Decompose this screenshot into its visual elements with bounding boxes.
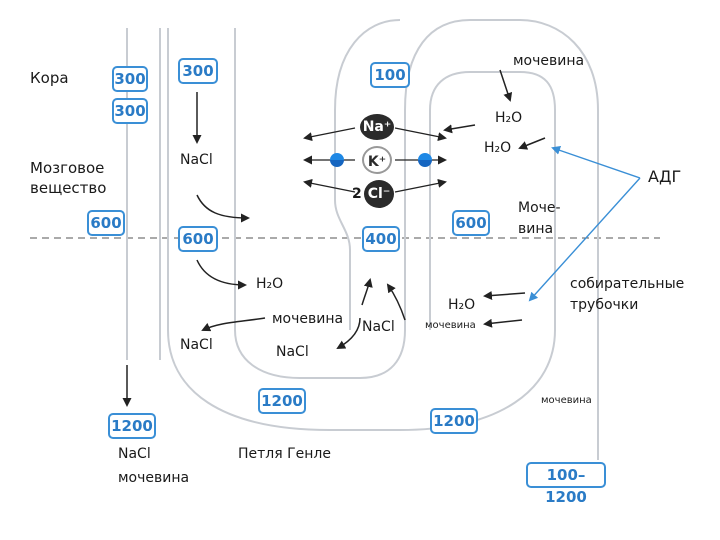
arrow-urea-top (499, 69, 513, 102)
arrow-h2o-collecting (483, 290, 526, 300)
urea-bottom: мочевина (118, 470, 190, 486)
arrow-up-right (386, 283, 406, 321)
loop-of-henle-label: Петля Генле (238, 446, 331, 462)
osm-ascending-top: 100 (370, 62, 410, 88)
nacl-descending: NaCl (180, 152, 213, 168)
urea-top: мочевина (513, 53, 585, 69)
ion-sodium: Na⁺ (360, 114, 394, 140)
osm-descending-mid: 600 (178, 226, 218, 252)
urea-split-1: Моче- (518, 200, 561, 216)
osm-cortex-left-2: 300 (112, 98, 148, 124)
zone-medulla-1: Мозговое (30, 159, 105, 177)
osm-cortex-left-1: 300 (112, 66, 148, 92)
arrow-h2o-top (443, 124, 476, 134)
h2o-collecting: H₂O (448, 297, 476, 313)
osm-left-bottom: 1200 (108, 413, 156, 439)
nacl-loop: NaCl (362, 319, 395, 335)
h2o-top-2: H₂O (484, 140, 512, 156)
osm-loop-bottom: 1200 (258, 388, 306, 414)
osm-collecting-mid: 600 (452, 210, 490, 236)
nacl-medulla-1: NaCl (180, 337, 213, 353)
ion-potassium: K⁺ (362, 146, 392, 174)
nacl-medulla-2: NaCl (276, 344, 309, 360)
arrow-urea-in (201, 317, 266, 332)
arrow-up-left (361, 278, 373, 306)
collecting-label-1: собирательные (570, 276, 685, 292)
pump-symbol-right (418, 153, 432, 167)
urea-collecting-low: мочевина (541, 395, 592, 406)
osm-collecting-bottom: 1200 (430, 408, 478, 434)
zone-cortex: Кора (30, 69, 69, 87)
h2o-medulla: H₂O (256, 276, 284, 292)
arrow-h2o-top-2 (518, 137, 546, 150)
adh-line-lower (528, 177, 641, 302)
adh-line-upper (551, 146, 641, 179)
collecting-label-2: трубочки (570, 297, 639, 313)
urea-split-2: вина (518, 221, 554, 237)
ion-chloride-coeff: 2 (352, 186, 362, 202)
pump-symbol-left (330, 153, 344, 167)
nacl-bottom: NaCl (118, 446, 151, 462)
osm-collecting-range: 100–1200 (526, 462, 606, 506)
osm-descending-top: 300 (178, 58, 218, 84)
arrow-urea-collecting (483, 318, 523, 328)
zone-medulla-2: вещество (30, 179, 107, 197)
h2o-top-1: H₂O (495, 110, 523, 126)
osm-ascending-mid: 400 (362, 226, 400, 252)
urea-medulla: мочевина (272, 311, 344, 327)
arrow-nacl-left (336, 317, 361, 349)
urea-collecting-small: мочевина (425, 320, 476, 331)
arrow-h2o-out (196, 259, 247, 290)
loop-of-henle (167, 19, 599, 460)
osm-medulla-left: 600 (87, 210, 125, 236)
arrow-nacl-out (196, 194, 250, 223)
adh-label: АДГ (648, 167, 682, 186)
ion-chloride: Cl⁻ (364, 180, 394, 208)
